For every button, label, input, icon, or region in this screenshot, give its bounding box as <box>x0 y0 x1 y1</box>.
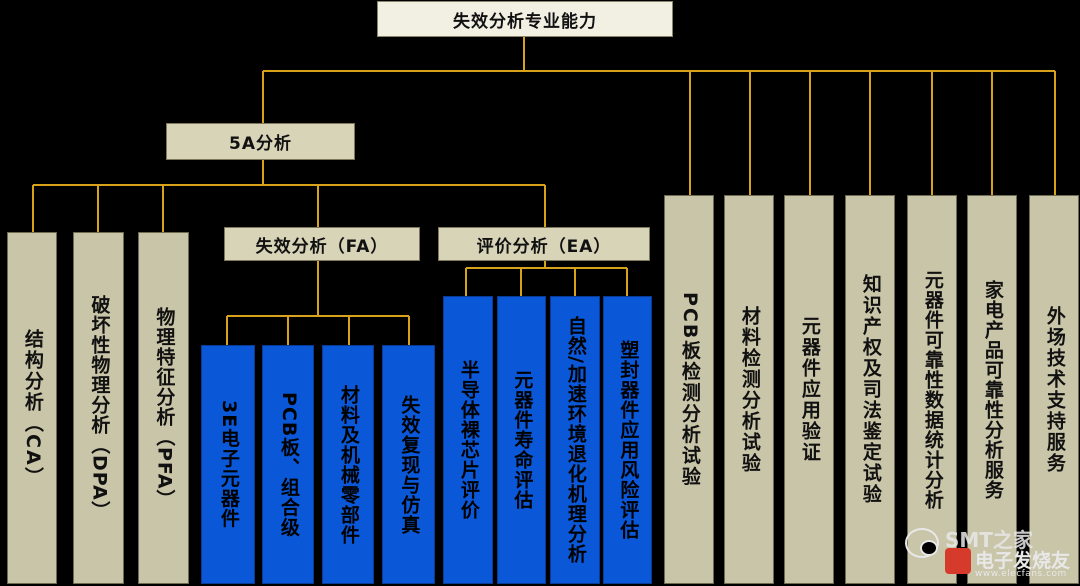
leaf-pfa: 物理特征分析（PFA） <box>138 232 189 584</box>
group-5a-label: 5A分析 <box>229 134 292 154</box>
watermark: SMT之家 电子发烧友 www.elecfans.com <box>905 522 1075 584</box>
root-node: 失效分析专业能力 <box>377 1 673 37</box>
leaf-ca-label: 结构分析（CA） <box>21 328 44 488</box>
service-reliability-data: 元器件可靠性数据统计分析 <box>907 195 957 584</box>
group-fa-label: 失效分析（FA） <box>255 236 389 257</box>
leaf-pcb-assembly-label: PCB板、组合级 <box>277 391 300 538</box>
service-component-validation-label: 元器件应用验证 <box>798 316 821 463</box>
group-5a-node: 5A分析 <box>166 123 355 160</box>
leaf-failure-reproduction: 失效复现与仿真 <box>382 345 435 584</box>
leaf-lifetime-label: 元器件寿命评估 <box>511 370 534 510</box>
leaf-dpa: 破坏性物理分析（DPA） <box>73 232 124 584</box>
leaf-lifetime: 元器件寿命评估 <box>497 296 546 584</box>
service-field-support: 外场技术支持服务 <box>1029 195 1079 584</box>
service-appliance-reliability: 家电产品可靠性分析服务 <box>967 195 1017 584</box>
elecfans-logo <box>945 548 971 574</box>
service-pcb-test: PCB板检测分析试验 <box>664 195 714 584</box>
leaf-3e-components-label: 3E电子元器件 <box>217 400 240 529</box>
leaf-pcb-assembly: PCB板、组合级 <box>262 345 314 584</box>
leaf-bare-die-label: 半导体裸芯片评价 <box>457 360 480 520</box>
leaf-plastic-risk-label: 塑封器件应用风险评估 <box>617 340 640 540</box>
group-ea-label: 评价分析（EA） <box>476 236 612 257</box>
service-ip-forensics: 知识产权及司法鉴定试验 <box>845 195 895 584</box>
service-field-support-label: 外场技术支持服务 <box>1043 305 1066 474</box>
wechat-icon <box>905 528 939 558</box>
service-appliance-reliability-label: 家电产品可靠性分析服务 <box>981 279 1004 500</box>
leaf-plastic-risk: 塑封器件应用风险评估 <box>603 296 652 584</box>
service-ip-forensics-label: 知识产权及司法鉴定试验 <box>859 274 882 505</box>
leaf-materials-parts-label: 材料及机械零部件 <box>337 384 360 545</box>
service-reliability-data-label: 元器件可靠性数据统计分析 <box>921 269 944 510</box>
leaf-bare-die: 半导体裸芯片评价 <box>443 296 493 584</box>
leaf-failure-reproduction-label: 失效复现与仿真 <box>398 394 421 535</box>
leaf-pfa-label: 物理特征分析（PFA） <box>153 306 176 510</box>
leaf-ca: 结构分析（CA） <box>7 232 57 584</box>
service-component-validation: 元器件应用验证 <box>784 195 834 584</box>
watermark-brand: 电子发烧友 <box>975 550 1071 572</box>
service-material-test-label: 材料检测分析试验 <box>738 305 761 474</box>
service-material-test: 材料检测分析试验 <box>724 195 774 584</box>
leaf-degradation-label: 自然/加速环境退化机理分析 <box>564 316 587 564</box>
root-label: 失效分析专业能力 <box>453 11 597 32</box>
leaf-3e-components: 3E电子元器件 <box>201 345 255 584</box>
service-pcb-test-label: PCB板检测分析试验 <box>678 291 701 488</box>
leaf-dpa-label: 破坏性物理分析（DPA） <box>88 295 111 521</box>
leaf-degradation: 自然/加速环境退化机理分析 <box>550 296 600 584</box>
leaf-materials-parts: 材料及机械零部件 <box>322 345 374 584</box>
group-ea-node: 评价分析（EA） <box>438 227 650 261</box>
watermark-url: www.elecfans.com <box>975 569 1067 579</box>
group-fa-node: 失效分析（FA） <box>224 227 420 261</box>
